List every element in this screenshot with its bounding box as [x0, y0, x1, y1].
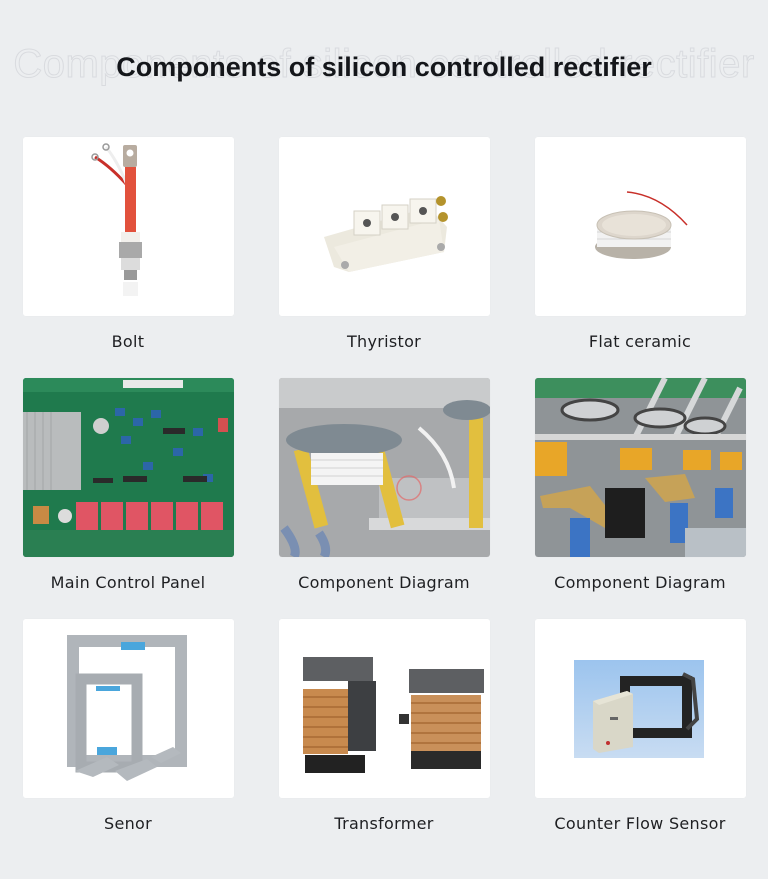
- label-counter-flow-sensor: Counter Flow Sensor: [554, 814, 726, 833]
- label-thyristor: Thyristor: [346, 332, 422, 351]
- transformer-image: [279, 619, 490, 798]
- thyristor-module-image: [279, 137, 490, 316]
- installed-assembly-image: [279, 378, 490, 557]
- ghost-title-text: Components of silicon controlled rectifi…: [13, 42, 755, 87]
- label-flat-ceramic: Flat ceramic: [588, 332, 692, 351]
- card-bolt[interactable]: [23, 137, 234, 316]
- card-component-diagram-1[interactable]: [279, 378, 490, 557]
- rectifier-stack-image: [535, 378, 746, 557]
- page-title: Components of silicon controlled rectifi…: [116, 52, 652, 82]
- label-component-diagram-2: Component Diagram: [554, 573, 726, 592]
- counter-flow-sensor-image: [535, 619, 746, 798]
- flat-ceramic-image: [535, 137, 746, 316]
- card-transformer[interactable]: [279, 619, 490, 798]
- card-main-control-panel[interactable]: [23, 378, 234, 557]
- card-senor[interactable]: [23, 619, 234, 798]
- current-sensor-image: [23, 619, 234, 798]
- card-component-diagram-2[interactable]: [535, 378, 746, 557]
- page-header: Components of silicon controlled rectifi…: [0, 36, 768, 96]
- card-counter-flow-sensor[interactable]: [535, 619, 746, 798]
- control-board-image: [23, 378, 234, 557]
- label-component-diagram-1: Component Diagram: [298, 573, 470, 592]
- label-bolt: Bolt: [111, 332, 145, 351]
- label-transformer: Transformer: [334, 814, 434, 833]
- bolt-thyristor-image: [23, 137, 234, 316]
- card-flat-ceramic[interactable]: [535, 137, 746, 316]
- card-thyristor[interactable]: [279, 137, 490, 316]
- label-senor: Senor: [103, 814, 152, 833]
- label-main-control-panel: Main Control Panel: [50, 573, 206, 592]
